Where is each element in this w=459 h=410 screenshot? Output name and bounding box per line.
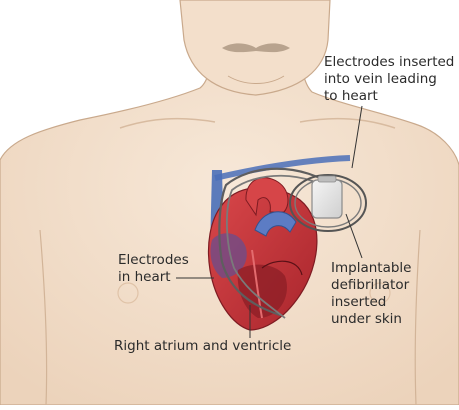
label-electrodes-heart: Electrodes in heart xyxy=(118,252,189,286)
label-line: into vein leading xyxy=(324,71,454,88)
label-line: Electrodes inserted xyxy=(324,54,454,71)
label-line: Implantable xyxy=(331,260,411,277)
label-defibrillator: Implantable defibrillator inserted under… xyxy=(331,260,411,328)
label-line: Right atrium and ventricle xyxy=(114,338,291,355)
label-electrodes-vein: Electrodes inserted into vein leading to… xyxy=(324,54,454,105)
label-line: to heart xyxy=(324,88,454,105)
label-line: inserted xyxy=(331,294,411,311)
label-line: Electrodes xyxy=(118,252,189,269)
label-line: defibrillator xyxy=(331,277,411,294)
label-atrium-ventricle: Right atrium and ventricle xyxy=(114,338,291,355)
label-line: in heart xyxy=(118,269,189,286)
label-line: under skin xyxy=(331,311,411,328)
